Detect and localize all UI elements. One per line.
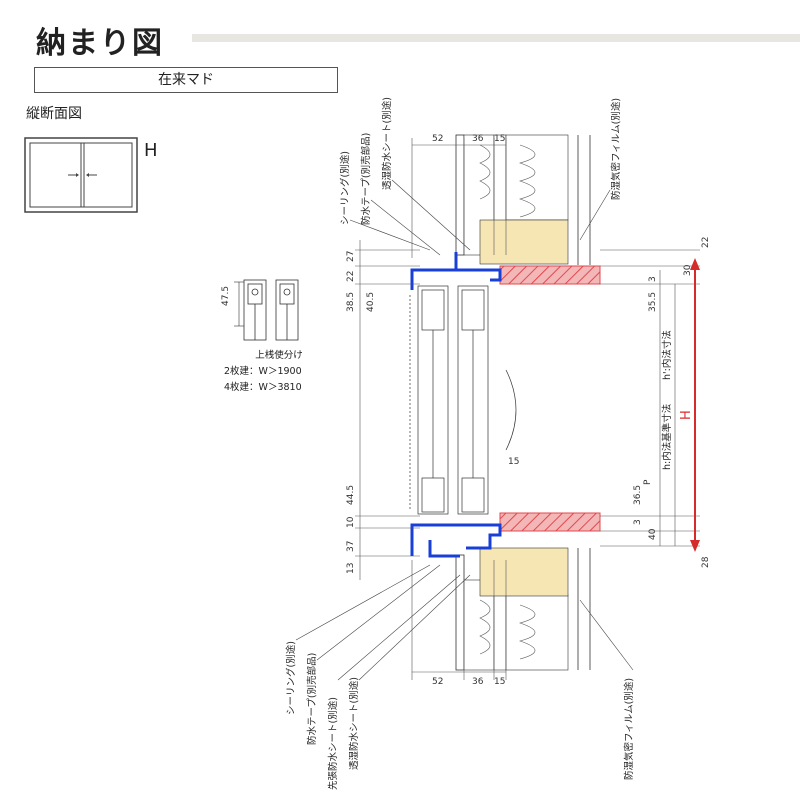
right-dim-30: 30 <box>683 264 693 276</box>
h-arrow-down-icon <box>690 540 700 552</box>
left-dim-40-5: 40.5 <box>366 292 376 312</box>
window-type-label: 在来マド <box>34 67 338 93</box>
left-dim-44-5: 44.5 <box>346 485 356 505</box>
page-title: 納まり図 <box>36 26 164 61</box>
h-dim-label: H <box>679 410 694 420</box>
top-leader-lines <box>349 179 611 256</box>
p-dim-label: P <box>643 479 653 485</box>
mullion-caption-line-2: 4枚建：W＞3810 <box>224 382 302 393</box>
section-view-label: 縦断面図 <box>26 106 82 122</box>
inner-dim-label: h':内法寸法 <box>661 330 673 380</box>
top-dim-52: 52 <box>432 134 443 144</box>
bottom-dim-15: 15 <box>494 677 505 687</box>
inner-standard-dim-label: h:内法基準寸法 <box>661 404 673 470</box>
bottom-sealing-label: シーリング(別途) <box>285 641 297 715</box>
left-dim-27: 27 <box>346 251 356 262</box>
left-dim-38-5: 38.5 <box>346 292 356 312</box>
right-dim-3a: 3 <box>648 276 658 282</box>
bottom-dim-52: 52 <box>432 677 443 687</box>
mullion-caption-title: 上桟使分け <box>255 350 303 361</box>
wall-structure-top <box>455 134 591 265</box>
top-dim-15: 15 <box>494 134 505 144</box>
right-dim-40: 40 <box>648 528 658 540</box>
top-film-label: 防湿気密フィルム(別途) <box>610 98 622 200</box>
bottom-dimension-lines <box>411 560 507 680</box>
mullion-caption: 上桟使分け 2枚建：W＞1900 4枚建：W＞3810 <box>224 348 334 396</box>
bottom-tape-label: 防水テープ(別売部品) <box>306 653 318 745</box>
window-frame-profile <box>410 252 502 558</box>
bottom-dim-36: 36 <box>472 677 484 687</box>
right-dim-36-5: 36.5 <box>633 485 643 505</box>
top-tape-label: 防水テープ(別売部品) <box>360 133 372 225</box>
bottom-pre-sheet-label: 先張防水シート(別途) <box>327 697 339 790</box>
sill-hatched-member <box>499 512 601 532</box>
top-dim-36: 36 <box>472 134 484 144</box>
top-sealing-label: シーリング(別途) <box>339 151 351 225</box>
bottom-leader-lines <box>295 564 634 681</box>
height-marker-label: H <box>144 140 158 161</box>
wall-structure-bottom <box>455 547 591 671</box>
mullion-detail-drawing: 47.5 <box>221 279 299 341</box>
mullion-caption-line-1: 2枚建：W＞1900 <box>224 366 302 377</box>
top-sheet-label: 透湿防水シート(別途) <box>381 97 393 190</box>
h-arrow-up-icon <box>690 258 700 270</box>
right-dim-3b: 3 <box>633 519 643 525</box>
right-dim-15: 15 <box>508 457 519 467</box>
left-dim-22: 22 <box>346 271 356 282</box>
window-elevation-thumbnail <box>24 137 138 213</box>
bottom-sheet-label: 透湿防水シート(別途) <box>348 677 360 770</box>
mullion-dim: 47.5 <box>221 286 231 306</box>
sash-assembly <box>409 285 517 515</box>
head-hatched-member <box>499 265 601 285</box>
right-dim-22: 22 <box>701 237 711 248</box>
left-dimension-lines <box>355 240 420 580</box>
slide-arrow-icon <box>68 173 97 177</box>
bottom-film-label: 防湿気密フィルム(別途) <box>623 678 635 780</box>
left-dim-13: 13 <box>346 563 356 574</box>
right-dimension-lines <box>600 249 700 547</box>
right-dim-28: 28 <box>701 556 711 568</box>
right-dim-35-5: 35.5 <box>648 292 658 312</box>
left-dim-10: 10 <box>346 516 356 528</box>
title-underline-bar <box>192 34 800 42</box>
left-dim-37: 37 <box>346 541 356 552</box>
